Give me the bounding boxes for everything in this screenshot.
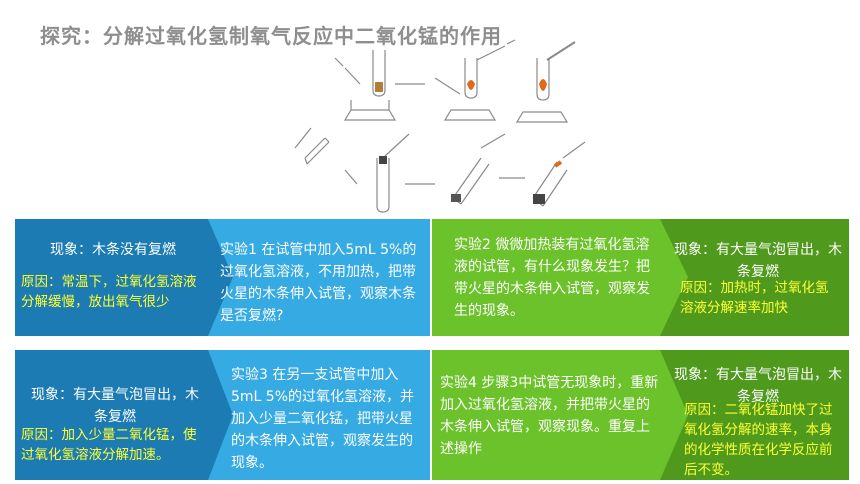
page-title: 探究：分解过氧化氢制氧气反应中二氧化锰的作用 — [40, 24, 502, 48]
phenomenon-2: 现象：有大量气泡冒出，木条复燃 — [674, 242, 842, 280]
phenomenon-4: 现象：有大量气泡冒出，木条复燃 — [674, 367, 842, 405]
reason-1: 原因：常温下，过氧化氢溶液分解缓慢，放出氧气很少 — [21, 274, 197, 310]
apparatus-5 — [376, 133, 435, 213]
step-4: 实验4 步骤3中试管无现象时，重新加入过氧化氢溶液，并把带火星的木条伸入试管，观… — [440, 375, 659, 457]
reason-2: 原因：加热时，过氧化氢溶液分解速率加快 — [680, 280, 829, 316]
phenomenon-3: 现象：有大量气泡冒出，木条复燃 — [31, 387, 199, 425]
experiment-1-panel: 现象：木条没有复燃 原因：常温下，过氧化氢溶液分解缓慢，放出氧气很少 实验1 在… — [15, 219, 430, 336]
step-3: 实验3 在另一支试管中加入5mL 5%的过氧化氢溶液，并加入少量二氧化锰，把带火… — [231, 367, 415, 471]
reason-3: 原因：加入少量二氧化锰，使过氧化氢溶液分解加速。 — [21, 427, 197, 463]
apparatus-7 — [532, 141, 586, 207]
experiment-3-panel: 现象：有大量气泡冒出，木条复燃 原因：加入少量二氧化锰，使过氧化氢溶液分解加速。… — [15, 350, 430, 480]
apparatus-4 — [294, 127, 358, 185]
experiment-illustration — [294, 39, 586, 213]
apparatus-2 — [434, 39, 516, 121]
step-2: 实验2 微微加热装有过氧化氢溶液的试管，有什么现象发生？把带火星的木条伸入试管，… — [454, 237, 650, 319]
experiment-2-panel: 实验2 微微加热装有过氧化氢溶液的试管，有什么现象发生？把带火星的木条伸入试管，… — [432, 219, 849, 336]
experiment-4-panel: 实验4 步骤3中试管无现象时，重新加入过氧化氢溶液，并把带火星的木条伸入试管，观… — [432, 350, 849, 480]
apparatus-6 — [451, 133, 525, 205]
apparatus-3 — [515, 41, 576, 123]
phenomenon-1: 现象：木条没有复燃 — [50, 242, 176, 258]
step-1: 实验1 在试管中加入5mL 5%的过氧化氢溶液，不用加热，把带火星的木条伸入试管… — [220, 242, 417, 324]
reason-4: 原因：二氧化锰加快了过氧化氢分解的速率，本身的化学性质在化学反应前后不变。 — [684, 402, 833, 478]
apparatus-1 — [334, 50, 425, 121]
